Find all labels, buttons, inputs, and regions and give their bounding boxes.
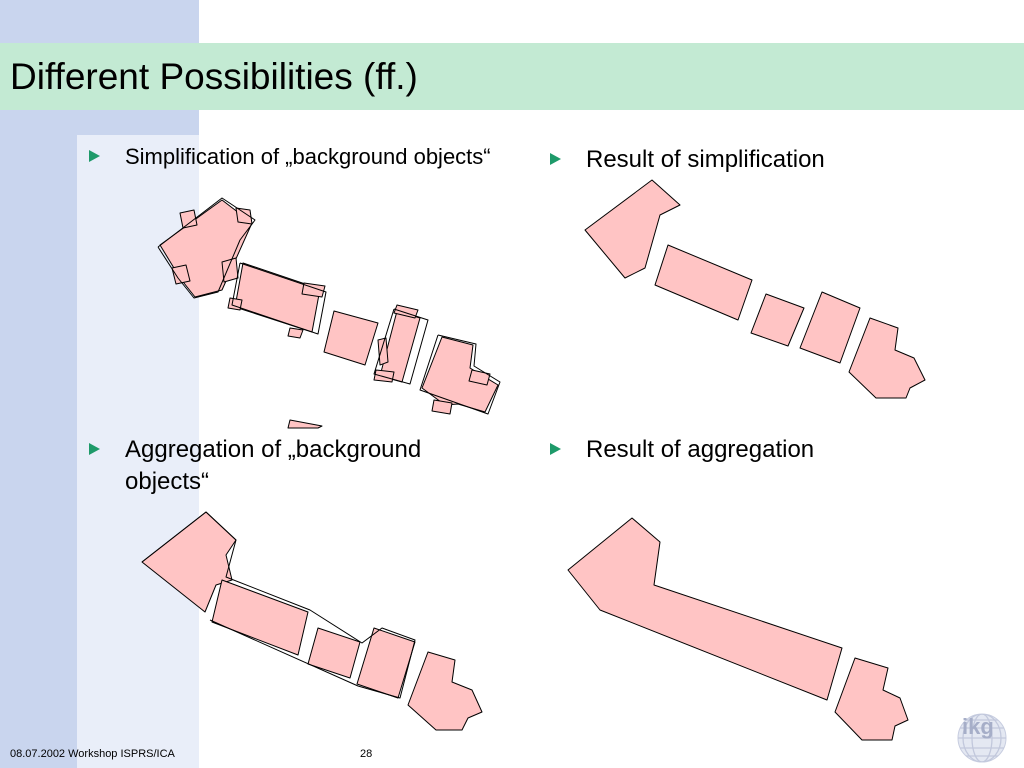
building-annex — [221, 257, 239, 283]
building-footprint — [407, 651, 483, 731]
building-annex — [431, 399, 453, 415]
simplified-outline — [157, 197, 256, 299]
page-number: 28 — [360, 748, 373, 760]
building-annex — [179, 209, 198, 229]
building-footprint — [307, 627, 361, 679]
bullet-arrow-icon — [550, 443, 561, 455]
bullet-arrow-icon — [89, 443, 100, 455]
simplified-outline — [373, 308, 429, 385]
building-annex — [377, 337, 389, 366]
bullet-arrow-icon — [89, 150, 100, 162]
bullet-text: Result of aggregation — [586, 436, 815, 463]
ikg-logo: ikg — [957, 713, 1007, 763]
footer-date-event: 08.07.2002 Workshop ISPRS/ICA — [10, 748, 175, 760]
title-bar — [0, 43, 1024, 110]
bullet-text: Result of simplification — [586, 146, 825, 173]
logo-text: ikg — [962, 714, 994, 739]
building-footprint-cut — [287, 419, 323, 429]
bullet-arrow-icon — [550, 153, 561, 165]
bullet-text: Simplification of „background objects“ — [125, 144, 491, 169]
figure-simplification-source — [159, 199, 499, 429]
building-annex — [287, 327, 304, 339]
building-footprint — [234, 262, 321, 333]
building-footprint — [799, 291, 861, 364]
building-footprint — [848, 317, 926, 399]
building-annex — [373, 369, 395, 383]
simplified-outline — [231, 262, 327, 335]
building-footprint — [654, 244, 753, 321]
slide-title: Different Possibilities (ff.) — [10, 56, 418, 97]
figure-aggregation-source — [141, 511, 483, 731]
building-footprint — [356, 627, 416, 699]
building-footprint — [211, 579, 309, 656]
building-footprint — [750, 293, 805, 347]
building-footprint — [323, 310, 379, 366]
aggregated-outline — [141, 511, 416, 699]
figure-aggregation-result — [567, 517, 909, 741]
figure-simplification-result — [584, 179, 926, 399]
building-footprint — [834, 657, 909, 741]
building-annex — [171, 264, 191, 285]
simplified-outline — [419, 334, 501, 415]
building-footprint — [567, 517, 843, 701]
bullet-text: Aggregation of „background objects“ — [125, 436, 422, 495]
building-annex — [301, 282, 326, 298]
figure-simplification-outlines — [157, 197, 501, 415]
figure-aggregation-outline — [141, 511, 416, 699]
building-annex — [227, 297, 243, 311]
building-footprint — [584, 179, 681, 279]
